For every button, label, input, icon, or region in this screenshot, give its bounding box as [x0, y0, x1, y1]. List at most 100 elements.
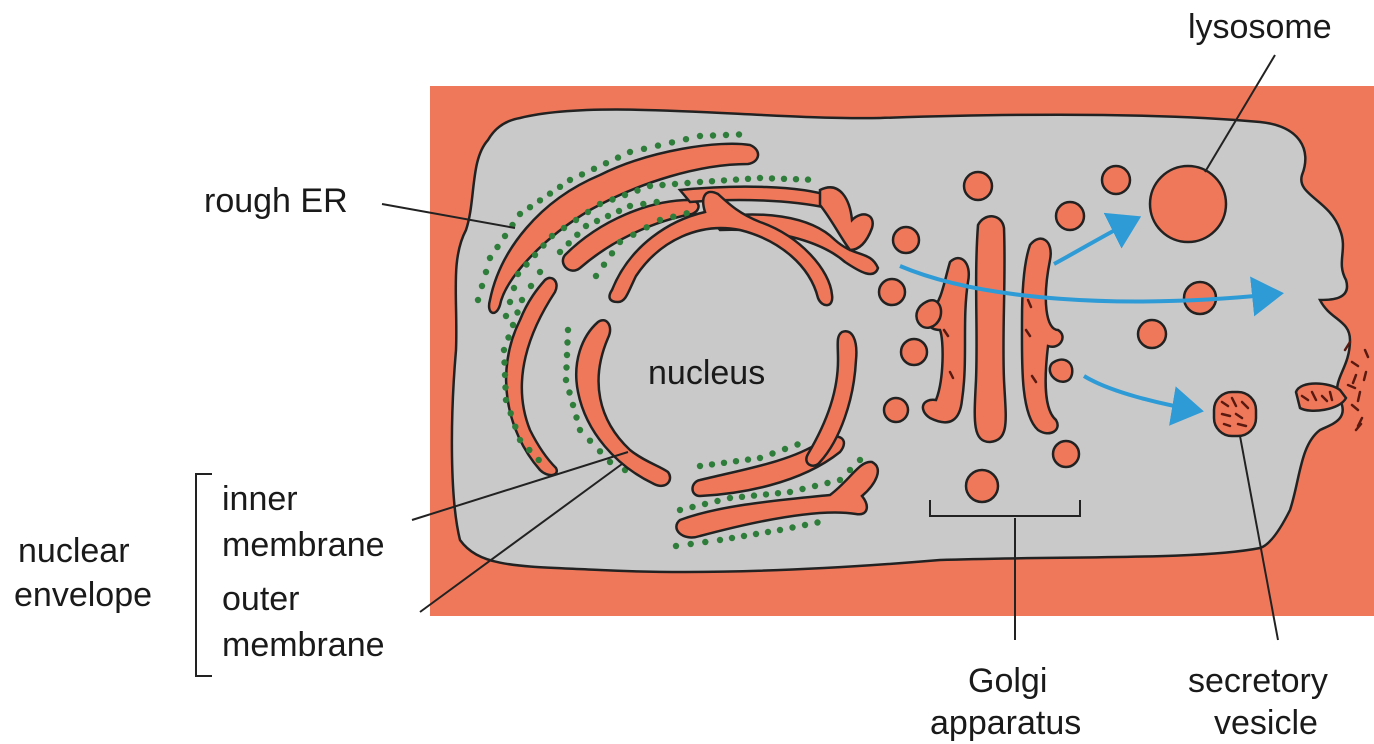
ribosome-dot [794, 441, 800, 447]
ribosome-dot [739, 494, 745, 500]
label-outer-membrane-1: outer [222, 580, 300, 618]
transport-vesicle [1138, 320, 1166, 348]
ribosome-dot [617, 239, 623, 245]
ribosome-dot [601, 262, 607, 268]
ribosome-dot [655, 142, 661, 148]
ribosome-dot [502, 233, 508, 239]
ribosome-dot [775, 490, 781, 496]
ribosome-dot [741, 533, 747, 539]
ribosome-dot [765, 529, 771, 535]
golgi-cisterna-center [975, 216, 1006, 442]
ribosome-dot [517, 437, 523, 443]
ribosome-dot [654, 199, 660, 205]
ribosome-dot [799, 486, 805, 492]
ribosome-dot [577, 427, 583, 433]
ribosome-dot [647, 183, 653, 189]
ribosome-dot [574, 232, 580, 238]
ribosome-dot [777, 527, 783, 533]
ribosome-dot [502, 372, 508, 378]
label-inner-membrane-2: membrane [222, 526, 385, 564]
ribosome-dot [805, 176, 811, 182]
label-rough-er: rough ER [204, 182, 348, 220]
ribosome-dot [563, 364, 569, 370]
ribosome-dot [697, 133, 703, 139]
ribosome-dot [593, 273, 599, 279]
ribosome-dot [697, 179, 703, 185]
ribosome-dot [857, 457, 863, 463]
ribosome-dot [729, 535, 735, 541]
ribosome-dot [644, 224, 650, 230]
ribosome-dot [769, 175, 775, 181]
ribosome-dot [627, 203, 633, 209]
label-secretory-1: secretory [1188, 662, 1328, 700]
transport-vesicle [1053, 441, 1079, 467]
ribosome-dot [537, 269, 543, 275]
golgi-forming-vesicle [1050, 360, 1072, 382]
label-golgi-2: apparatus [930, 704, 1081, 742]
ribosome-dot [563, 377, 569, 383]
ribosome-dot [501, 359, 507, 365]
ribosome-dot [527, 204, 533, 210]
ribosome-dot [512, 424, 518, 430]
ribosome-dot [557, 249, 563, 255]
ribosome-dot [757, 455, 763, 461]
ribosome-dot [753, 531, 759, 537]
ribosome-dot [501, 347, 507, 353]
ribosome-dot [672, 181, 678, 187]
label-outer-membrane-2: membrane [222, 626, 385, 664]
ribosome-dot [745, 176, 751, 182]
ribosome-dot [523, 261, 529, 267]
ribosome-dot [782, 446, 788, 452]
ribosome-dot [751, 492, 757, 498]
ribosome-dot [475, 297, 481, 303]
ribosome-dot [567, 177, 573, 183]
ribosome-dot [615, 154, 621, 160]
ribosome-dot [622, 192, 628, 198]
transport-vesicle [964, 172, 992, 200]
ribosome-dot [657, 217, 663, 223]
ribosome-dot [641, 146, 647, 152]
ribosome-dot [677, 507, 683, 513]
ribosome-dot [727, 495, 733, 501]
ribosome-dot [585, 209, 591, 215]
ribosome-dot [634, 187, 640, 193]
ribosome-dot [627, 149, 633, 155]
ribosome-dot [532, 252, 538, 258]
ribosome-dot [781, 176, 787, 182]
ribosome-dot [669, 139, 675, 145]
ribosome-dot [812, 483, 818, 489]
ribosome-dot [609, 250, 615, 256]
ribosome-dot [757, 175, 763, 181]
ribosome-dot [573, 414, 579, 420]
ribosome-dot [597, 201, 603, 207]
ribosome-dot [721, 460, 727, 466]
transport-vesicle [884, 398, 908, 422]
ribosome-dot [565, 327, 571, 333]
ribosome-dot [723, 132, 729, 138]
ribosome-dot [793, 176, 799, 182]
ribosome-dot [837, 477, 843, 483]
ribosome-dot [561, 225, 567, 231]
ribosome-dot [514, 309, 520, 315]
ribosome-dot [684, 180, 690, 186]
transport-vesicle [1102, 166, 1130, 194]
ribosome-dot [573, 217, 579, 223]
ribosome-dot [587, 438, 593, 444]
ribosome-dot [594, 218, 600, 224]
ribosome-dot [505, 334, 511, 340]
ribosome-dot [583, 223, 589, 229]
ribosome-dot [659, 182, 665, 188]
lysosome [1150, 166, 1226, 242]
ribosome-dot [503, 313, 509, 319]
ribosome-dot [570, 402, 576, 408]
ribosome-dot [605, 213, 611, 219]
ribosome-dot [494, 244, 500, 250]
ribosome-dot [714, 498, 720, 504]
ribosome-dot [547, 190, 553, 196]
ribosome-dot [510, 322, 516, 328]
transport-vesicle [901, 339, 927, 365]
ribosome-dot [847, 467, 853, 473]
ribosome-dot [689, 504, 695, 510]
ribosome-dot [526, 447, 532, 453]
